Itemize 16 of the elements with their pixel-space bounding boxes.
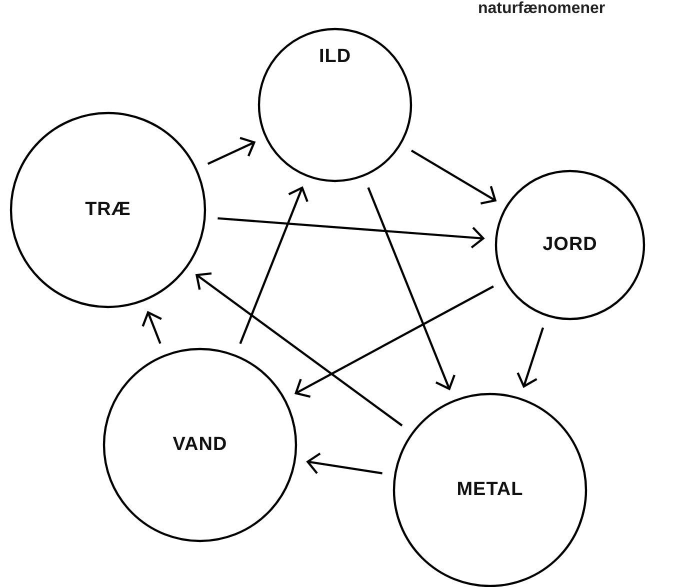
arrow bbox=[306, 452, 382, 474]
caption-text: naturfænomener bbox=[478, 0, 606, 18]
arrow bbox=[516, 327, 544, 388]
arrow bbox=[367, 187, 456, 390]
element-label: JORD bbox=[542, 234, 598, 256]
arrow bbox=[142, 311, 163, 344]
arrow bbox=[239, 186, 308, 344]
element-label: METAL bbox=[456, 479, 524, 501]
arrow bbox=[294, 285, 494, 398]
element-label: TRÆ bbox=[85, 199, 131, 221]
element-label: VAND bbox=[172, 434, 228, 456]
arrow bbox=[207, 136, 256, 165]
arrow bbox=[410, 150, 496, 205]
arrow bbox=[218, 217, 484, 249]
element-label: ILD bbox=[318, 46, 352, 68]
arrow bbox=[196, 272, 403, 426]
